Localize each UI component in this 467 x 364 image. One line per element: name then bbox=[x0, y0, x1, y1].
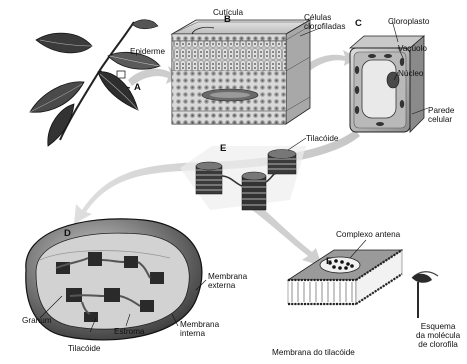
label-esquema-line3: de clorofila bbox=[416, 340, 460, 349]
label-granum: Granum bbox=[22, 316, 52, 325]
granum-stack-right bbox=[268, 150, 296, 175]
label-esquema-line1: Esquema bbox=[416, 322, 460, 331]
label-tilacoide-bottom: Tilacóide bbox=[68, 344, 100, 353]
letter-a: A bbox=[134, 82, 141, 93]
label-cuticula: Cutícula bbox=[213, 8, 243, 17]
label-membrana-interna: Membrana interna bbox=[180, 320, 219, 338]
label-vacuolo: Vacúolo bbox=[398, 44, 427, 53]
label-tilacoide-top: Tilacóide bbox=[306, 134, 338, 143]
granum-stack-left bbox=[196, 162, 222, 194]
grana-stacks bbox=[180, 138, 306, 210]
label-esquema-clorofila: Esquema da molécula de clorofila bbox=[416, 322, 460, 349]
label-membrana-externa-line2: externa bbox=[208, 281, 247, 290]
granum-stack-middle bbox=[242, 172, 266, 210]
label-cloroplasto: Cloroplasto bbox=[388, 17, 429, 26]
label-estroma: Estroma bbox=[114, 327, 144, 336]
label-parede-celular: Parede celular bbox=[428, 106, 454, 124]
label-parede-line2: celular bbox=[428, 115, 454, 124]
label-nucleo: Núcleo bbox=[398, 69, 424, 78]
label-membrana-interna-line2: interna bbox=[180, 329, 219, 338]
label-membrana-externa: Membrana externa bbox=[208, 272, 247, 290]
label-esquema-line2: da molécula bbox=[416, 331, 460, 340]
label-parede-line1: Parede bbox=[428, 106, 454, 115]
chlorophyll-scheme bbox=[412, 274, 432, 318]
letter-f: F bbox=[326, 256, 332, 267]
label-membrana-interna-line1: Membrana bbox=[180, 320, 219, 329]
letter-e: E bbox=[220, 143, 226, 154]
label-celulas-clorofiladas: Células clorofiladas bbox=[304, 13, 345, 31]
label-complexo-antena: Complexo antena bbox=[336, 230, 400, 239]
label-membrana-externa-line1: Membrana bbox=[208, 272, 247, 281]
label-epiderme: Epiderme bbox=[130, 47, 165, 56]
label-celulas-line2: clorofiladas bbox=[304, 22, 345, 31]
label-membrana-do-tilacoide: Membrana do tilacóide bbox=[272, 348, 355, 357]
leaf-tissue-block bbox=[172, 20, 310, 124]
letter-d: D bbox=[64, 228, 71, 239]
letter-c: C bbox=[355, 18, 362, 29]
label-celulas-line1: Células bbox=[304, 13, 345, 22]
chloroplast bbox=[26, 219, 202, 340]
